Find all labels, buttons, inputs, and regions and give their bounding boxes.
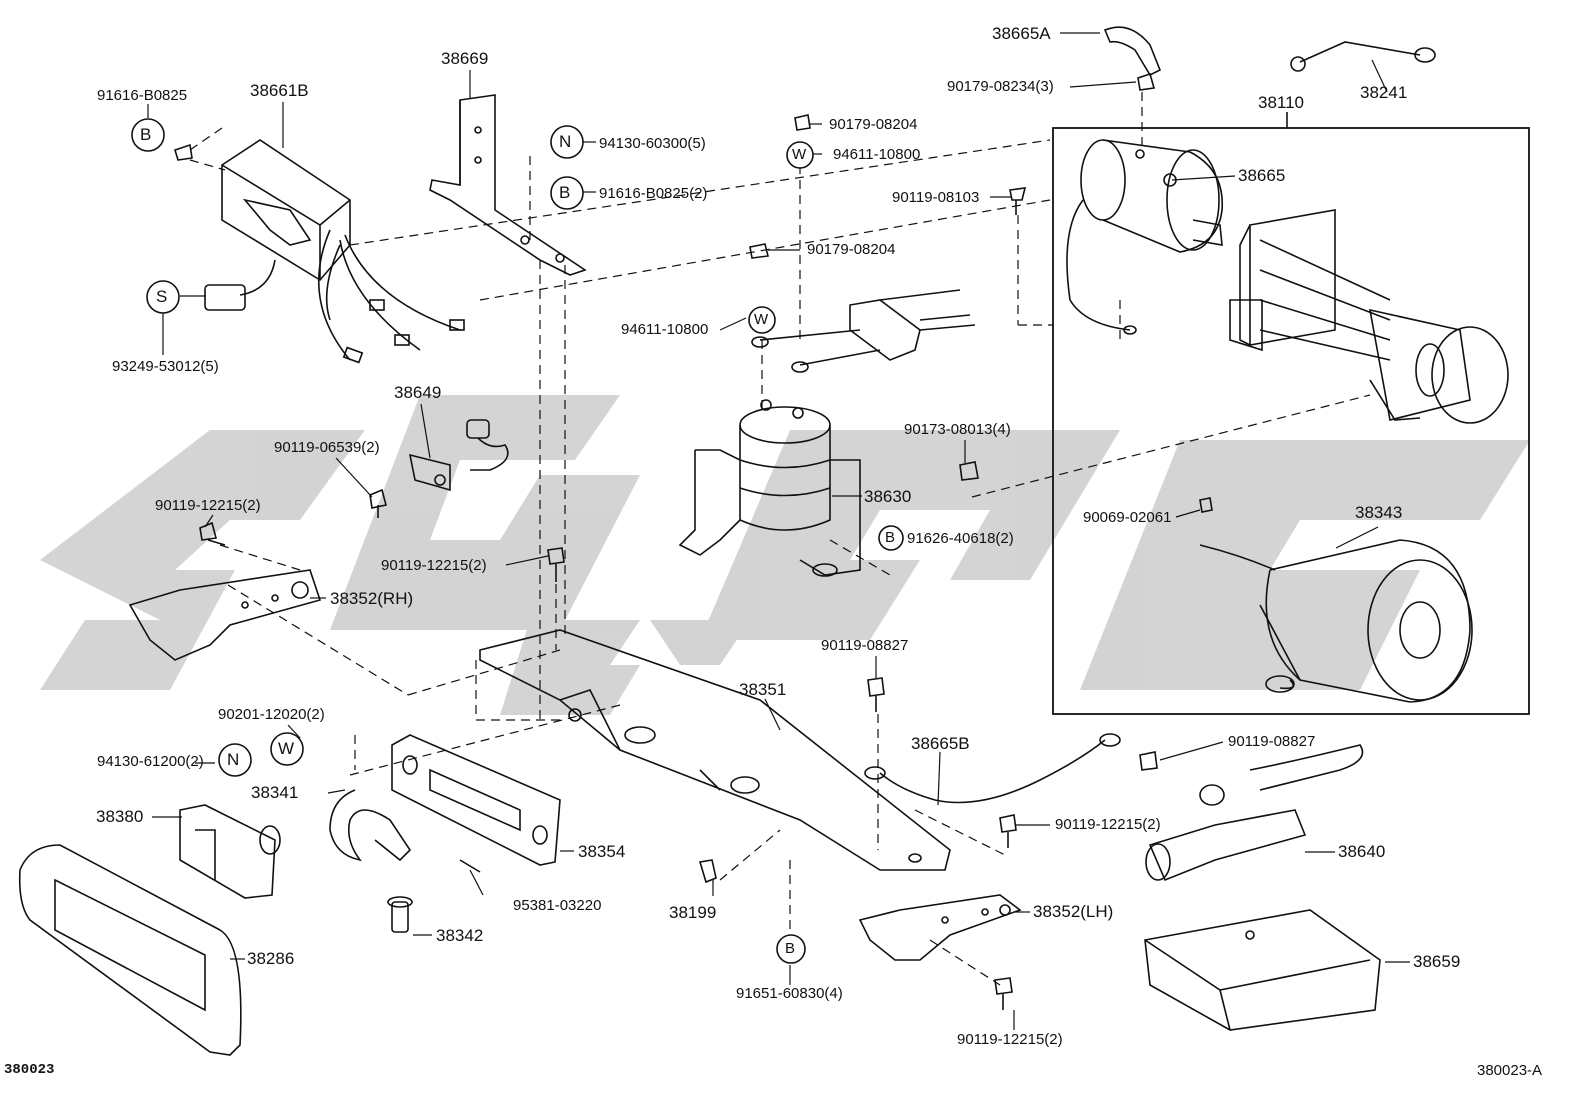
part-label-38342: 38342: [436, 926, 484, 945]
part-label-90119-12215-b: 90119-12215(2): [381, 557, 487, 574]
part-label-91616-B0825: 91616-B0825: [97, 87, 188, 104]
winch-motor-drawing: [1066, 139, 1223, 335]
part-label-38665B: 38665B: [911, 734, 970, 753]
part-label-90119-08827-b: 90119-08827: [1228, 733, 1316, 750]
fairlead-drawing: [391, 734, 561, 866]
part-label-94611-10800-b: 94611-10800: [621, 321, 709, 338]
symbol-w-1: W: [792, 146, 807, 163]
part-label-38343: 38343: [1355, 503, 1403, 522]
part-label-91651-60830: 91651-60830(4): [736, 985, 843, 1002]
winch-assembly-frame: [1052, 127, 1530, 715]
mounting-plate-drawing: [479, 629, 951, 871]
part-label-94611-10800-a: 94611-10800: [833, 146, 921, 163]
diagram-id-variant: 380023-A: [1477, 1062, 1543, 1079]
symbol-b-4: B: [785, 940, 796, 957]
part-label-38380: 38380: [96, 807, 144, 826]
part-label-38640: 38640: [1338, 842, 1386, 861]
part-label-93249-53012: 93249-53012(5): [112, 358, 219, 375]
part-label-90173-08013: 90173-08013(4): [904, 421, 1011, 438]
part-label-38351: 38351: [739, 680, 787, 699]
assembly-lines: [189, 92, 1371, 986]
part-label-90119-12215-d: 90119-12215(2): [957, 1031, 1063, 1048]
crank-handle-drawing: [1290, 41, 1436, 72]
motor-cover-drawing: [1199, 539, 1473, 703]
part-label-91616-B0825-2: 91616-B0825(2): [599, 185, 708, 202]
part-label-94130-61200: 94130-61200(2): [97, 753, 204, 770]
part-label-90179-08204-a: 90179-08204: [829, 116, 918, 133]
symbol-n-1: N: [559, 132, 572, 151]
part-label-90119-12215-c: 90119-12215(2): [1055, 816, 1161, 833]
pin-drawing: [387, 896, 413, 933]
symbol-b-3: B: [885, 529, 896, 546]
symbol-w-3: W: [278, 739, 295, 758]
switch-drawing: [408, 419, 509, 492]
part-label-90119-08103: 90119-08103: [892, 189, 980, 206]
storage-bag-drawing: [1144, 909, 1381, 1031]
symbol-n-2: N: [227, 750, 240, 769]
part-label-38241: 38241: [1360, 83, 1408, 102]
part-label-38352-lh: 38352(LH): [1033, 902, 1114, 921]
part-label-90119-06539: 90119-06539(2): [274, 439, 380, 456]
harness-drawing: [751, 289, 976, 373]
remote-drawing: [1145, 744, 1364, 882]
winch-drum-drawing: [1229, 209, 1509, 424]
part-label-38665A: 38665A: [992, 24, 1051, 43]
part-label-95381-03220: 95381-03220: [513, 897, 602, 914]
part-label-38352-rh: 38352(RH): [330, 589, 414, 608]
part-label-38354: 38354: [578, 842, 626, 861]
bracket-rh-drawing: [128, 569, 322, 661]
symbol-s: S: [156, 287, 168, 306]
part-label-38665: 38665: [1238, 166, 1286, 185]
bracket-lh-drawing: [858, 894, 1022, 961]
plate-drawing: [179, 804, 281, 899]
part-label-94130-60300: 94130-60300(5): [599, 135, 706, 152]
part-label-90179-08204-b: 90179-08204: [807, 241, 896, 258]
symbol-w-2: W: [754, 311, 769, 328]
part-label-38649: 38649: [394, 383, 442, 402]
part-label-91626-40618: 91626-40618(2): [907, 530, 1014, 547]
part-label-90119-12215-a: 90119-12215(2): [155, 497, 261, 514]
part-label-90179-08234: 90179-08234(3): [947, 78, 1054, 95]
diagram-id: 380023: [4, 1062, 55, 1078]
part-label-90119-08827-a: 90119-08827: [821, 637, 909, 654]
watermark: [40, 395, 1530, 715]
symbol-b-1: B: [140, 125, 152, 144]
part-label-38286: 38286: [247, 949, 295, 968]
part-label-38661B: 38661B: [250, 81, 309, 100]
part-label-90201-12020: 90201-12020(2): [218, 706, 325, 723]
leader-lines: [147, 32, 1410, 1030]
part-label-38630: 38630: [864, 487, 912, 506]
part-label-38199: 38199: [669, 903, 717, 922]
bumper-cover-drawing: [18, 844, 242, 1056]
part-label-38669: 38669: [441, 49, 489, 68]
hook-drawing: [329, 789, 412, 862]
part-label-38110: 38110: [1258, 93, 1305, 112]
part-label-38659: 38659: [1413, 952, 1461, 971]
part-label-90069-02061: 90069-02061: [1083, 509, 1172, 526]
cable-drawing: [864, 733, 1121, 804]
part-label-38341: 38341: [251, 783, 299, 802]
relay-drawing: [678, 399, 861, 577]
symbol-b-2: B: [559, 183, 571, 202]
